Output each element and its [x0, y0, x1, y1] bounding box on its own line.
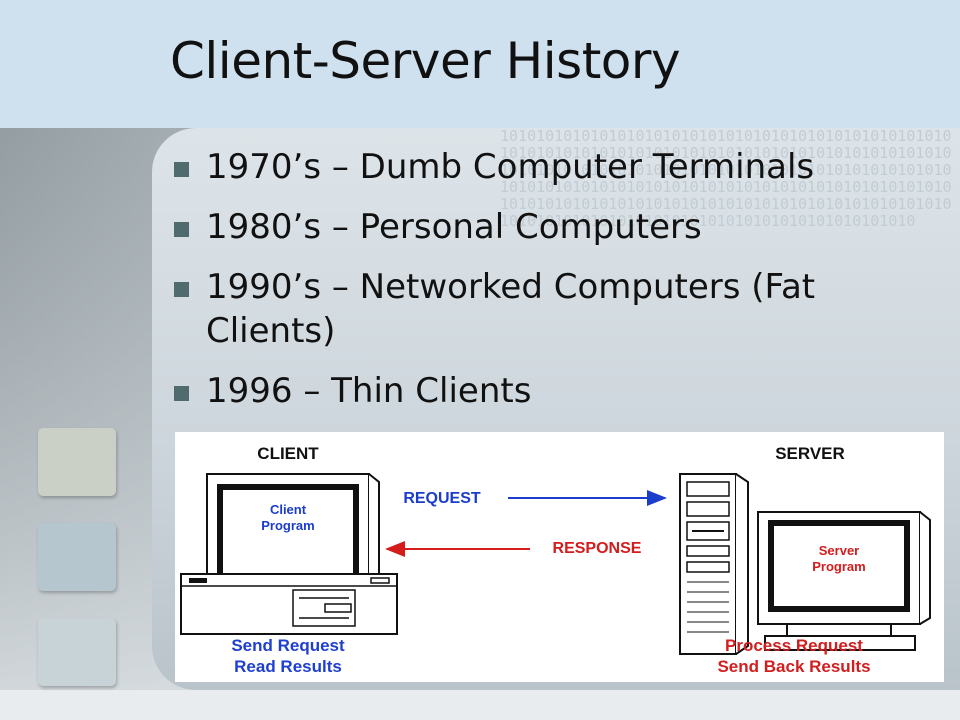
bullet-square-icon — [174, 386, 189, 401]
binary-pattern: 1010101010101010101010101010101010101010… — [500, 128, 952, 230]
bullet-item: 1990’s – Networked Computers (Fat Client… — [172, 265, 912, 353]
bullet-text: 1980’s – Personal Computers — [206, 207, 702, 247]
side-block-2 — [38, 523, 116, 591]
server-tower-icon — [679, 473, 749, 655]
client-caption-line-1: Send Request — [231, 636, 345, 655]
server-monitor-icon — [757, 511, 931, 651]
title-band — [0, 0, 960, 128]
client-caption-line-2: Read Results — [234, 657, 342, 676]
client-label: CLIENT — [257, 444, 319, 463]
bullet-square-icon — [174, 282, 189, 297]
server-caption-line-2: Send Back Results — [717, 657, 870, 676]
server-program-line-1: Server — [819, 543, 859, 558]
bullet-text: 1990’s – Networked Computers (Fat Client… — [206, 267, 816, 351]
diagram-svg: CLIENT SERVER Client Program REQUEST RES… — [180, 444, 931, 676]
request-label: REQUEST — [403, 490, 481, 507]
side-block-3 — [38, 618, 116, 686]
bullet-item: 1970’s – Dumb Computer Terminals — [172, 145, 912, 189]
side-block-1 — [38, 428, 116, 496]
bullet-text: 1970’s – Dumb Computer Terminals — [206, 147, 815, 187]
server-label: SERVER — [775, 444, 845, 463]
client-server-diagram: CLIENT SERVER Client Program REQUEST RES… — [175, 432, 944, 682]
bullet-item: 1996 – Thin Clients — [172, 369, 912, 413]
bullet-square-icon — [174, 222, 189, 237]
client-program-line-2: Program — [261, 518, 314, 533]
bullet-item: 1980’s – Personal Computers — [172, 205, 912, 249]
bullet-square-icon — [174, 162, 189, 177]
slide-title: Client-Server History — [170, 32, 681, 90]
response-label: RESPONSE — [553, 540, 642, 557]
bullet-list: 1970’s – Dumb Computer Terminals 1980’s … — [172, 145, 912, 429]
server-program-line-2: Program — [812, 559, 865, 574]
client-program-line-1: Client — [270, 502, 307, 517]
server-caption-line-1: Process Request — [725, 636, 863, 655]
bullet-text: 1996 – Thin Clients — [206, 371, 532, 411]
client-computer-icon — [180, 573, 398, 635]
